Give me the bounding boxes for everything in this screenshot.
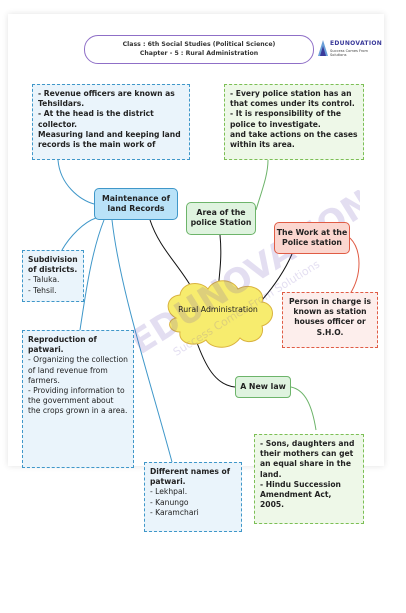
header-chapter: Chapter - 5 : Rural Administration [139,50,259,57]
succession-line-2: - Hindu Succession Amendment Act, 2005. [260,479,341,510]
names-title: Different names of patwari. [150,467,231,487]
subdivision-box: Subdivision of districts. - Taluka. - Te… [22,250,84,302]
revenue-line-1: - Revenue officers are known as Tehsilda… [38,89,175,109]
logo-text: EDUNOVATION [330,40,383,47]
connector-reproduction [79,219,105,331]
chapter-header: Class : 6th Social Studies (Political Sc… [84,35,314,64]
reproduction-box: Reproduction of patwari. - Organizing th… [22,330,134,468]
connector-work-person [349,237,360,295]
center-label: Rural Administration [178,305,258,314]
subdivision-item-2: - Tehsil. [28,285,57,295]
police-station-box: - Every police station has an that comes… [224,84,364,160]
edunovation-logo: EDUNOVATION Success Comes From Solutions [316,37,382,59]
reproduction-item-2: - Providing information to the governmen… [28,386,128,416]
connector-center-law [195,339,236,388]
names-item-3: - Karamchari [150,507,199,517]
connector-subdivision [61,217,97,251]
revenue-line-3: Measuring land and keeping land records … [38,129,181,150]
succession-line-1: - Sons, daughters and their mothers can … [260,439,355,479]
revenue-line-2: - At the head is the district collector. [38,109,154,129]
node-a-new-law: A New law [235,376,291,398]
succession-box: - Sons, daughters and their mothers can … [254,434,364,524]
center-cloud [167,280,273,348]
names-item-2: - Kanungo [150,497,189,507]
connector-revenue [57,159,95,205]
patwari-names-box: Different names of patwari. - Lekhpal. -… [144,462,242,532]
subdivision-item-1: - Taluka. [28,275,60,285]
node-maintenance-of-land-records: Maintenance of land Records [94,188,178,220]
names-item-1: - Lekhpal. [150,487,188,497]
connector-law-succession [290,386,317,431]
connector-center-work [261,253,293,301]
reproduction-title: Reproduction of patwari. [28,335,97,355]
node-work-at-police-station: The Work at the Police station [274,222,350,254]
connector-names [111,219,173,463]
logo-tagline: Success Comes From Solutions [330,49,368,57]
person-in-charge-box: Person in charge is known as station hou… [282,292,378,348]
person-text: Person in charge is known as station hou… [288,297,372,337]
police-line-1: - Every police station has an that comes… [230,89,355,109]
reproduction-item-1: - Organizing the collection of land reve… [28,355,128,385]
header-class: Class : 6th Social Studies (Political Sc… [122,41,276,48]
connector-area-police [255,159,269,211]
revenue-officers-box: - Revenue officers are known as Tehsilda… [32,84,190,160]
logo-icon [318,40,328,56]
subdivision-title: Subdivision of districts. [28,255,78,275]
police-line-3: and take actions on the cases within its… [230,129,358,150]
police-line-2: - It is responsibility of the police to … [230,109,342,129]
node-area-of-police-station: Area of the police Station [186,202,256,235]
